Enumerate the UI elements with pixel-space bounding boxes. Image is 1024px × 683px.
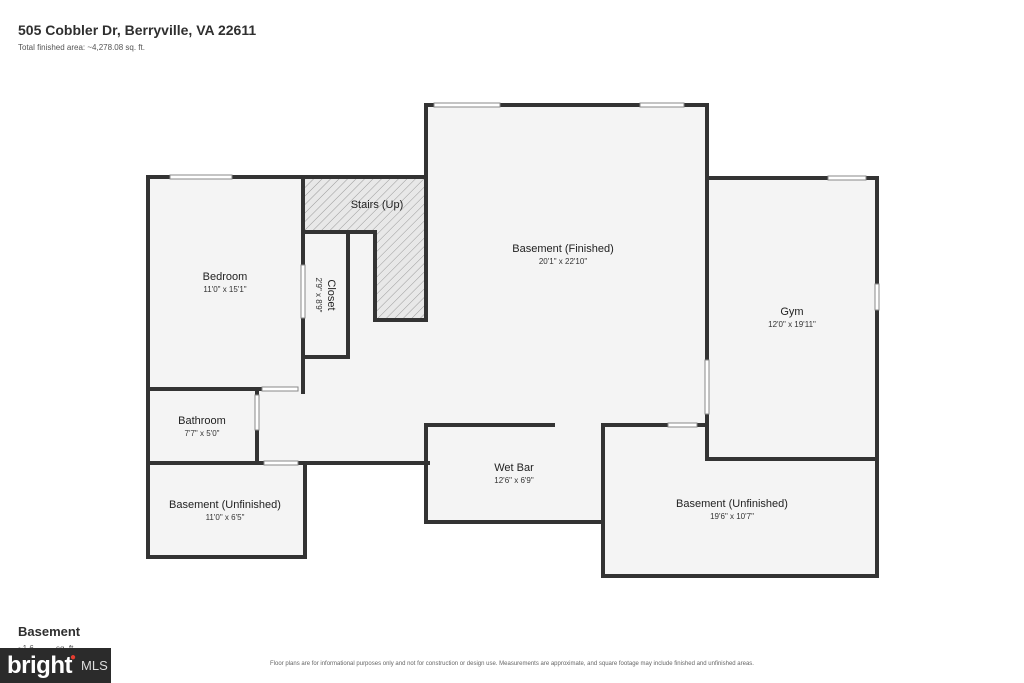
basement-finished-dimensions: 20'1" x 22'10" [539, 257, 587, 266]
closet-label: Closet [325, 279, 337, 310]
total-finished-area: Total finished area: ~4,278.08 sq. ft. [18, 43, 145, 52]
wet-bar-label: Wet Bar [494, 462, 534, 474]
floor-label: Basement [18, 624, 81, 639]
basement-finished-label: Basement (Finished) [512, 243, 614, 255]
windows [169, 102, 880, 466]
basement-unfinished-small-dimensions: 11'0" x 6'5" [206, 513, 245, 522]
gym-dimensions: 12'0" x 19'11" [768, 320, 816, 329]
gym-label: Gym [780, 306, 803, 318]
logo-dot-icon: ● [69, 652, 77, 663]
stairs-hatch [305, 179, 426, 320]
basement-unfinished-small-label: Basement (Unfinished) [169, 499, 281, 511]
bathroom-dimensions: 7'7" x 5'0" [185, 429, 220, 438]
logo-suffix: MLS [81, 658, 108, 673]
bathroom-label: Bathroom [178, 415, 226, 427]
logo-text: bright [7, 651, 72, 679]
bright-mls-logo: bright ● MLS [0, 648, 111, 683]
wet-bar-dimensions: 12'6" x 6'9" [494, 476, 534, 485]
closet-dimensions: 2'9" x 8'9" [314, 278, 323, 313]
basement-unfinished-large-dimensions: 19'6" x 10'7" [710, 512, 754, 521]
bedroom-label: Bedroom [203, 271, 248, 283]
property-address: 505 Cobbler Dr, Berryville, VA 22611 [18, 22, 257, 38]
bedroom-dimensions: 11'0" x 15'1" [203, 285, 246, 294]
disclaimer: Floor plans are for informational purpos… [270, 661, 754, 667]
stairs-label: Stairs (Up) [351, 199, 404, 211]
basement-unfinished-large-label: Basement (Unfinished) [676, 498, 788, 510]
